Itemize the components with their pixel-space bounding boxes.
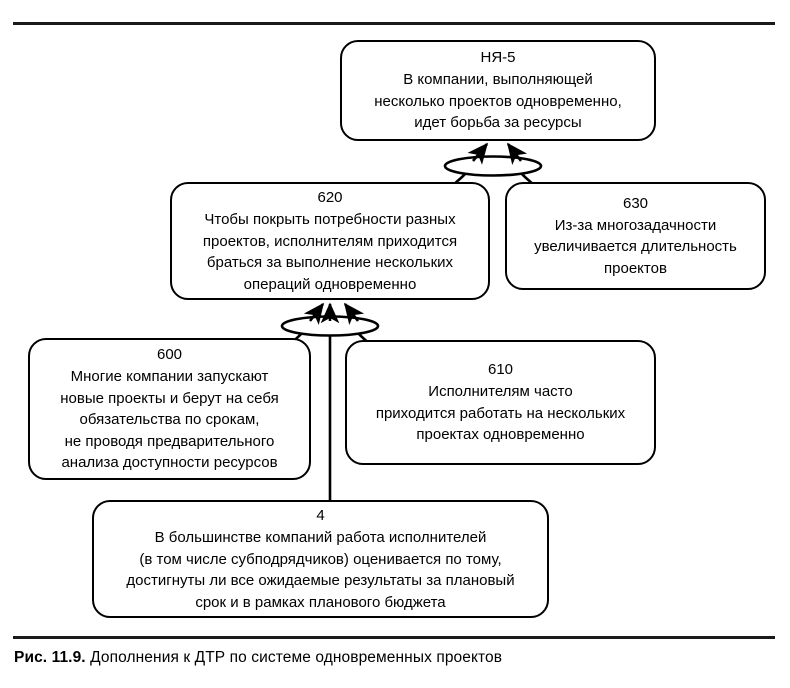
node-id-600: 600 (156, 346, 183, 364)
figure-caption-text: Дополнения к ДТР по системе одновременны… (90, 649, 503, 666)
node-text-620: Чтобы покрыть потребности разных проекто… (202, 211, 458, 293)
node-text-600: Многие компании запускают новые проекты … (60, 368, 279, 472)
node-box-620[interactable]: 620 Чтобы покрыть потребности разных про… (170, 182, 490, 300)
node-text-4: В большинстве компаний работа исполнител… (126, 529, 515, 611)
node-box-630[interactable]: 630 Из-за многозадачности увеличивается … (505, 182, 766, 290)
node-id-ny5: НЯ-5 (480, 49, 516, 67)
node-box-610[interactable]: 610 Исполнителям часто приходится работа… (345, 340, 656, 465)
bottom-divider-rule (13, 636, 775, 639)
node-id-610: 610 (487, 361, 514, 379)
node-text-ny5: В компании, выполняющей несколько проект… (374, 71, 622, 132)
node-id-630: 630 (622, 194, 649, 212)
figure-caption-number: Рис. 11.9. (14, 649, 86, 666)
top-divider-rule (13, 22, 775, 25)
figure-caption: Рис. 11.9. Дополнения к ДТР по системе о… (14, 648, 502, 668)
node-text-630: Из-за многозадачности увеличивается длит… (534, 216, 737, 277)
node-box-600[interactable]: 600 Многие компании запускают новые прое… (28, 338, 311, 480)
node-id-4: 4 (316, 507, 325, 524)
node-text-610: Исполнителям часто приходится работать н… (375, 383, 626, 444)
node-id-620: 620 (317, 189, 343, 206)
node-box-4[interactable]: 4 В большинстве компаний работа исполнит… (92, 500, 549, 618)
node-box-ny5[interactable]: НЯ-5 В компании, выполняющей несколько п… (340, 40, 656, 141)
